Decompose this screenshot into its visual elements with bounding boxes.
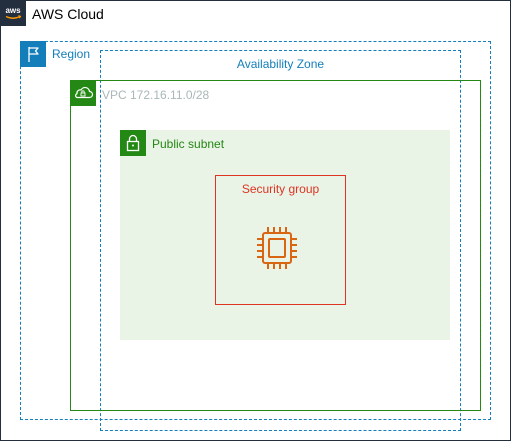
security-group-label: Security group: [241, 182, 320, 196]
aws-cloud-label: AWS Cloud: [32, 6, 104, 22]
availability-zone-group: [100, 50, 461, 431]
cloud-lock-icon: [70, 80, 96, 106]
flag-icon: [20, 41, 46, 67]
vpc-label: VPC 172.16.11.0/28: [102, 88, 210, 102]
region-group: [20, 41, 491, 420]
svg-text:aws: aws: [5, 6, 21, 15]
availability-zone-label: Availability Zone: [236, 57, 325, 71]
vpc-group: [70, 80, 481, 411]
public-subnet-label: Public subnet: [152, 137, 225, 151]
ec2-instance-chip-icon[interactable]: [255, 225, 299, 271]
security-group: [215, 175, 346, 305]
region-label: Region: [52, 47, 91, 61]
aws-logo-icon: aws: [0, 0, 26, 26]
public-subnet-group: [120, 130, 450, 340]
lock-icon: [120, 130, 146, 156]
